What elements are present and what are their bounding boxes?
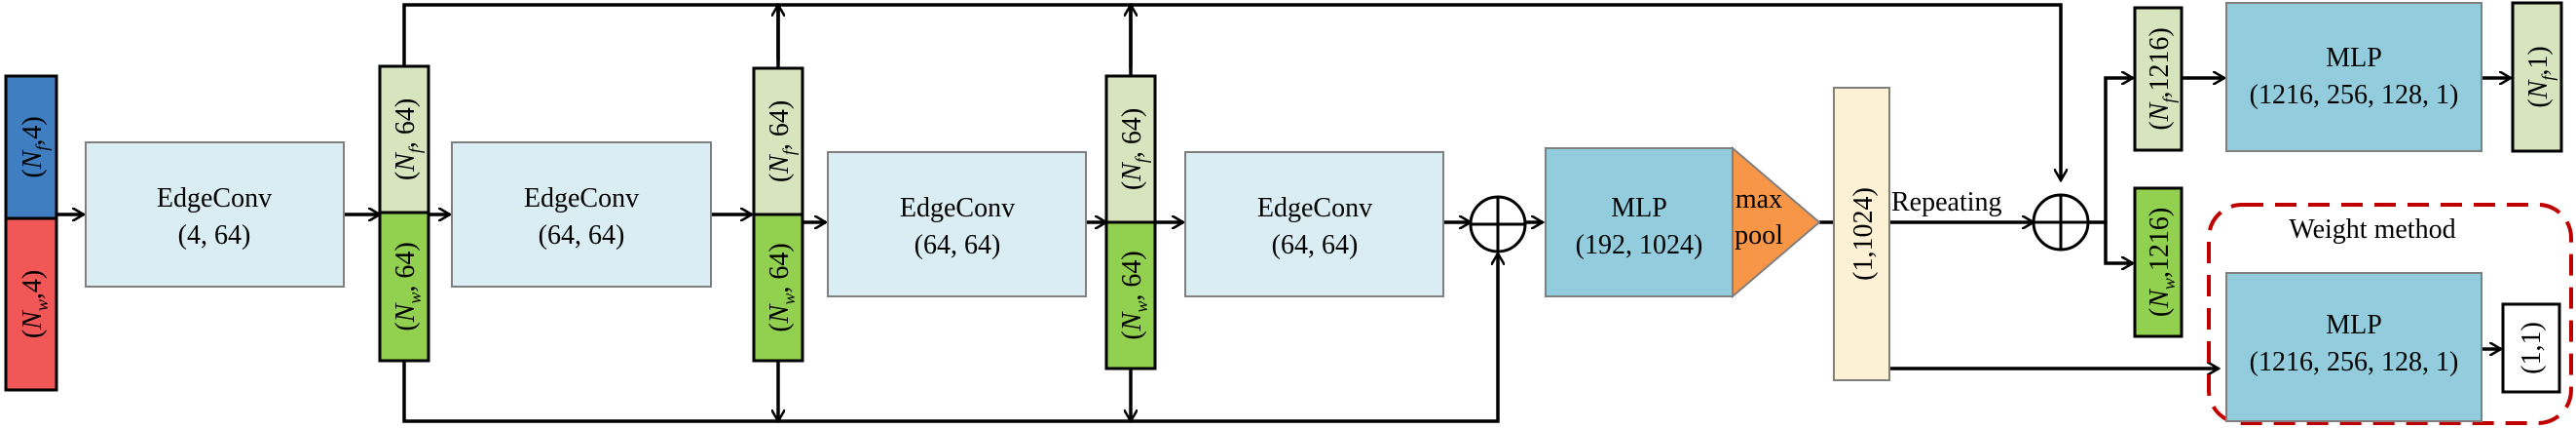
feature-3-bottom-label: (Nw, 64): [1117, 251, 1151, 339]
edgeconv-1-name: EdgeConv: [157, 183, 272, 214]
arrow-to-concat-w: [2104, 222, 2133, 263]
edgeconv-1: EdgeConv (4, 64): [85, 141, 345, 288]
weight-method-group: Weight method MLP (1216, 256, 128, 1) (1…: [2207, 203, 2573, 425]
mlp-main-name: MLP: [1611, 193, 1667, 223]
edgeconv-4: EdgeConv (64, 64): [1184, 151, 1444, 297]
feature-block-1: (Nf, 64) (Nw, 64): [378, 64, 430, 363]
input-block: (Nf,4) (Nw,4): [4, 74, 58, 392]
arrow-to-concat-f: [2088, 78, 2133, 224]
concat-w-block: (Nw,1216): [2133, 186, 2184, 338]
edgeconv-4-params: (64, 64): [1272, 230, 1359, 260]
output-f-block: (Nf,1): [2511, 1, 2563, 153]
weight-method-title: Weight method: [2289, 214, 2455, 245]
concat-w-label: (Nw,1216): [2145, 208, 2179, 317]
feature-3-top-label: (Nf, 64): [1117, 108, 1151, 190]
edgeconv-2-params: (64, 64): [539, 220, 625, 251]
mlp-top-params: (1216, 256, 128, 1): [2250, 80, 2459, 110]
connections: [56, 5, 2511, 421]
edgeconv-1-params: (4, 64): [178, 220, 251, 251]
weight-method-border: [2207, 203, 2573, 425]
edgeconv-3-params: (64, 64): [915, 230, 1001, 260]
maxpool-block: max pool: [1732, 145, 1821, 299]
input-top-rect: [4, 74, 58, 220]
feature-block-2: (Nf, 64) (Nw, 64): [752, 66, 804, 363]
maxpool-line2: pool: [1735, 220, 1783, 251]
mlp-main-params: (192, 1024): [1576, 230, 1703, 260]
global-feature-block: (1,1024): [1833, 87, 1890, 381]
concat-2-plus-icon: [2032, 193, 2090, 252]
global-feature-label: (1,1024): [1848, 187, 1879, 281]
feature-1-top-label: (Nf, 64): [391, 98, 425, 180]
weight-mlp-params: (1216, 256, 128, 1): [2250, 347, 2459, 377]
weight-output-block: [2501, 302, 2561, 394]
mlp-main: MLP (192, 1024): [1545, 147, 1734, 297]
concat-1-plus-icon: [1469, 195, 1527, 253]
concat-f-block: (Nf,1216): [2133, 6, 2184, 152]
weight-mlp-name: MLP: [2326, 310, 2382, 340]
edgeconv-3: EdgeConv (64, 64): [827, 151, 1087, 297]
concat-f-label: (Nf,1216): [2145, 27, 2179, 130]
mlp-top-name: MLP: [2326, 43, 2382, 73]
maxpool-line1: max: [1736, 184, 1782, 214]
edgeconv-3-name: EdgeConv: [900, 193, 1015, 223]
bottom-skip-bus: [402, 253, 1498, 423]
edgeconv-4-name: EdgeConv: [1257, 193, 1372, 223]
edgeconv-2: EdgeConv (64, 64): [451, 141, 712, 288]
input-bottom-rect: [4, 216, 58, 392]
weight-mlp: [2225, 272, 2483, 422]
input-top-label: (Nf,4): [18, 116, 52, 177]
feature-2-top-label: (Nf, 64): [765, 100, 799, 182]
feature-block-3: (Nf, 64) (Nw, 64): [1104, 74, 1157, 370]
feature-1-bottom-label: (Nw, 64): [391, 242, 425, 331]
edgeconv-2-name: EdgeConv: [524, 183, 639, 214]
output-f-label: (Nf,1): [2523, 46, 2557, 107]
top-skip-bus: [402, 3, 2061, 180]
feature-2-bottom-label: (Nw, 64): [765, 243, 799, 331]
mlp-top: MLP (1216, 256, 128, 1): [2225, 2, 2483, 152]
repeating-label: Repeating: [1891, 187, 2002, 217]
weight-output-label: (1,1): [2517, 322, 2547, 374]
